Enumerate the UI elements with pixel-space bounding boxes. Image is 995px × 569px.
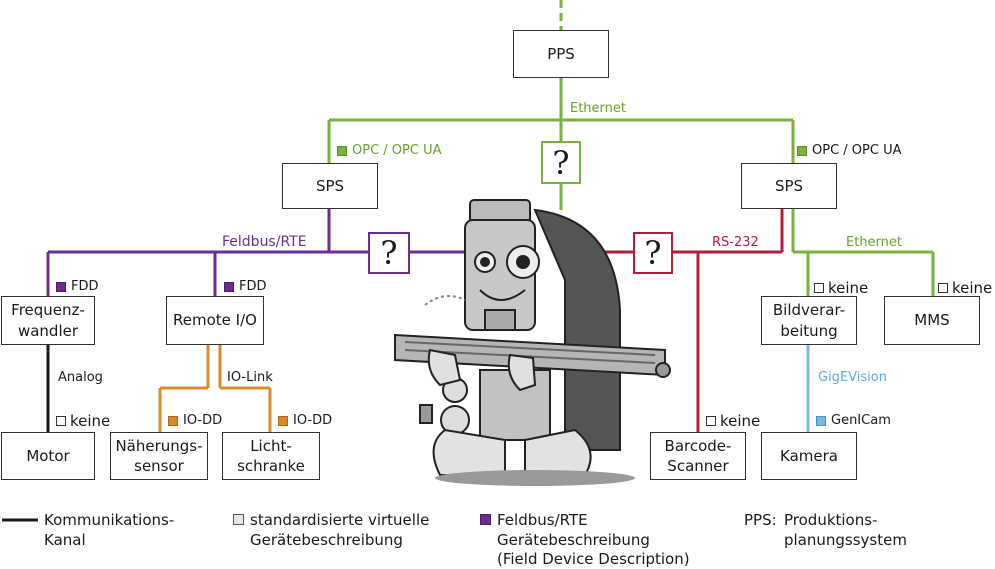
node-lichtschranke: Licht- schranke [222,432,320,480]
legend-virtual: standardisierte virtuelle Gerätebeschrei… [250,511,430,549]
label-iodd-2: IO-DD [293,413,333,428]
node-sps-left: SPS [282,163,378,209]
label-io-link: IO-Link [227,370,273,385]
node-mms: MMS [884,296,980,345]
node-kamera: Kamera [761,432,857,480]
question-box-feldbus: ? [368,232,410,274]
keine-mms-swatch [938,283,948,293]
genicam-swatch [816,416,826,426]
node-motor: Motor [1,432,95,480]
milling-machine-illustration [394,199,671,486]
legend-pps-abbr: PPS: [744,511,777,529]
node-naeherungssensor: Näherungs- sensor [110,432,208,480]
legend-virtual-swatch [233,514,244,525]
label-ethernet-top: Ethernet [570,101,626,116]
label-ethernet-right: Ethernet [846,235,902,250]
question-box-rs232: ? [633,232,673,274]
label-opc-left: OPC / OPC UA [352,143,442,158]
node-bildverarbeitung: Bildverar- beitung [761,296,857,345]
iodd-1-swatch [168,416,178,426]
rs232-lines [605,209,784,432]
io-link-lines [158,345,272,432]
feldbus-lines [46,209,465,296]
label-keine-motor: keine [70,412,111,430]
node-frequenzwandler: Frequenz- wandler [1,296,95,345]
label-keine-bild: keine [828,279,869,297]
iodd-2-swatch [278,416,288,426]
legend-feldbus: Feldbus/RTE Gerätebeschreibung (Field De… [497,511,690,568]
label-iodd-1: IO-DD [183,413,223,428]
keine-barcode-swatch [706,416,716,426]
label-keine-barcode: keine [720,412,761,430]
fdd-left-swatch [56,282,66,292]
question-box-ethernet: ? [541,141,581,184]
label-keine-mms: keine [952,279,993,297]
label-opc-right: OPC / OPC UA [812,143,902,158]
label-fdd-remote: FDD [239,279,267,294]
legend-feldbus-swatch [480,514,491,525]
label-analog: Analog [58,370,103,385]
label-fdd-left: FDD [71,279,99,294]
ethernet-lines [327,0,935,296]
label-rs232: RS-232 [712,235,759,250]
node-barcode-scanner: Barcode- Scanner [650,432,746,480]
keine-motor-swatch [56,416,66,426]
legend-kanal: Kommunikations- Kanal [44,511,175,549]
opc-right-swatch [797,146,807,156]
legend-pps-full: Produktions- planungssystem [784,511,907,549]
label-feldbus: Feldbus/RTE [222,234,307,250]
fdd-remote-swatch [224,282,234,292]
node-pps: PPS [513,30,609,78]
label-gigevision: GigEVision [818,370,887,385]
node-sps-right: SPS [741,163,837,209]
label-genicam: GenICam [831,413,891,428]
keine-bild-swatch [814,283,824,293]
opc-left-swatch [337,146,347,156]
node-remote-io: Remote I/O [166,296,264,345]
